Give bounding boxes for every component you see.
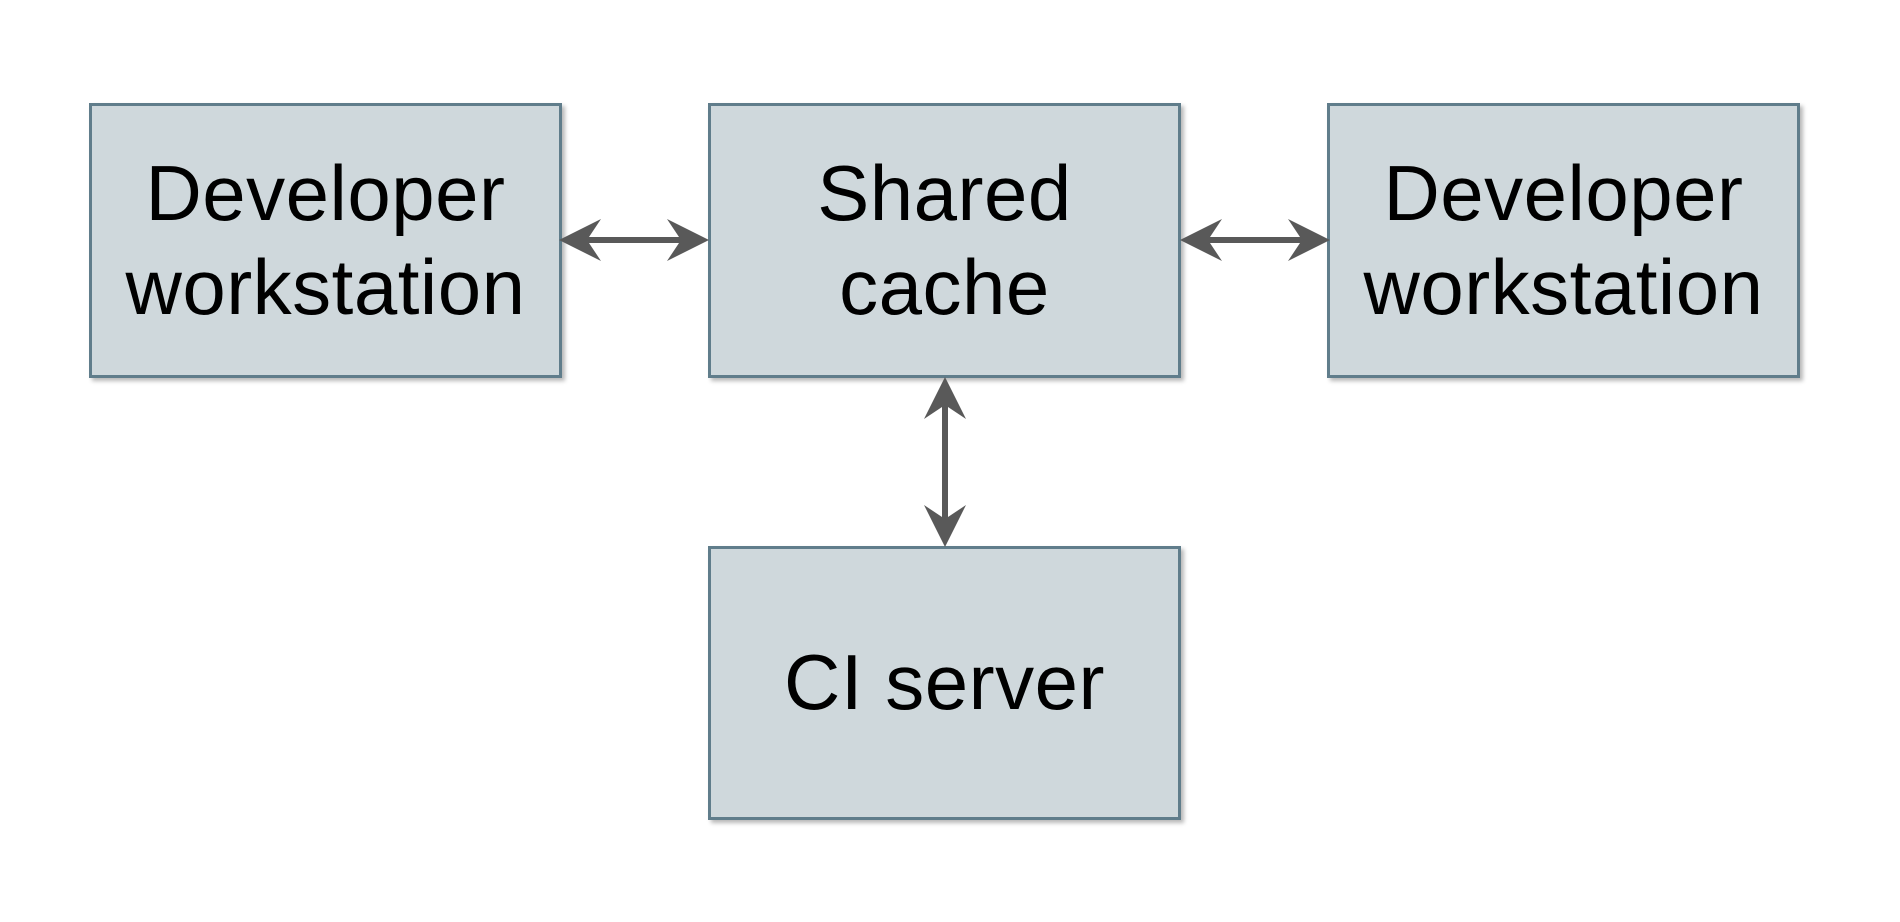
bidirectional-arrow-vertical-icon (924, 377, 966, 547)
node-label: CI server (784, 638, 1105, 727)
node-label: Shared cache (817, 148, 1072, 331)
node-developer-workstation-left: Developer workstation (89, 103, 562, 378)
bidirectional-arrow-right-icon (1180, 219, 1330, 261)
node-label: Developer workstation (125, 148, 526, 331)
bidirectional-arrow-left-icon (559, 219, 709, 261)
node-developer-workstation-right: Developer workstation (1327, 103, 1800, 378)
node-ci-server: CI server (708, 546, 1181, 820)
node-label: Developer workstation (1363, 148, 1764, 331)
node-shared-cache: Shared cache (708, 103, 1181, 378)
